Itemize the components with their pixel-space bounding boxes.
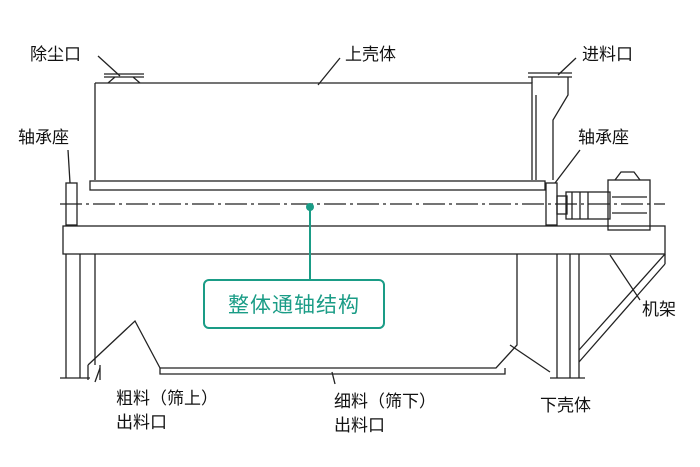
label-bearing-seat-left: 轴承座 [18, 128, 69, 148]
left-leg [60, 254, 90, 379]
upper-shell [94, 82, 533, 180]
label-lower-shell: 下壳体 [540, 396, 591, 416]
coarse-outlet-chute [87, 319, 161, 380]
screen-drum [89, 180, 546, 191]
frame-beam [62, 225, 666, 255]
coupling [556, 195, 568, 215]
frame-brace [578, 253, 666, 363]
feed-inlet [528, 72, 572, 180]
label-fine-outlet-2: 出料口 [334, 416, 385, 436]
callout-through-shaft: 整体通轴结构 [203, 279, 385, 329]
leader-lines [67, 55, 641, 385]
label-upper-shell: 上壳体 [345, 45, 396, 65]
callout-dot [306, 203, 314, 211]
label-coarse-outlet-1: 粗料（筛上） [116, 389, 218, 409]
label-bearing-seat-right: 轴承座 [578, 128, 629, 148]
dust-outlet [104, 73, 144, 84]
label-frame: 机架 [642, 300, 676, 320]
label-coarse-outlet-2: 出料口 [116, 413, 167, 433]
label-fine-outlet-1: 细料（筛下） [334, 392, 436, 412]
label-dust-outlet: 除尘口 [30, 45, 81, 65]
lower-shell [94, 254, 518, 369]
motor [607, 179, 651, 231]
label-feed-inlet: 进料口 [582, 45, 633, 65]
bearing-seat-left [65, 182, 78, 226]
right-leg [550, 254, 585, 379]
